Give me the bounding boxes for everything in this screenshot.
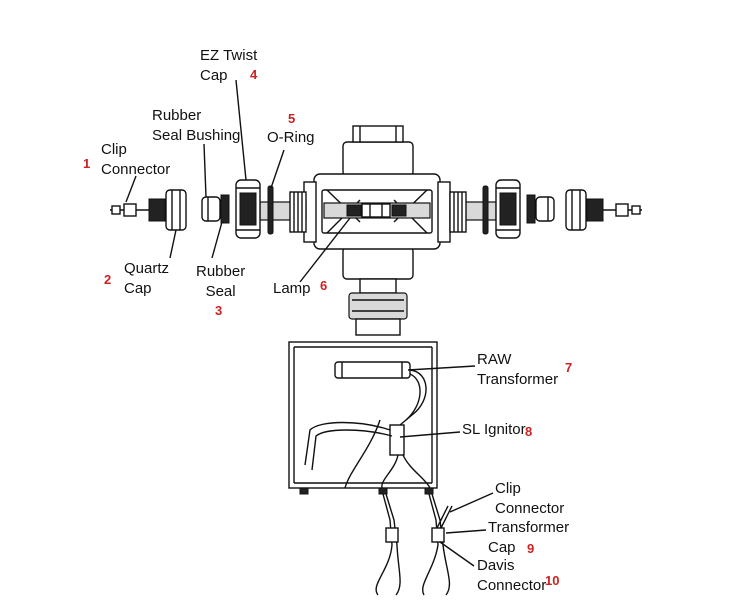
left-end-assembly <box>110 179 307 239</box>
davis-connector-number: 10 <box>545 573 560 588</box>
clip-connector-label: Clip Connector <box>101 141 171 178</box>
transformer-cap-number: 9 <box>527 541 535 556</box>
sl-ignitor-label: SL Ignitor <box>462 421 526 438</box>
davis-connector-label: Davis Connector <box>477 557 547 594</box>
rubber-seal-label: Rubber Seal <box>196 263 246 300</box>
lamp-number: 6 <box>320 278 328 293</box>
quartz-cap-number: 2 <box>104 272 112 287</box>
sl-ignitor-number: 8 <box>525 424 533 439</box>
raw-transformer-label: RAW Transformer <box>477 351 559 388</box>
transformer-cap-label: Transformer Cap <box>488 519 570 556</box>
clip-connector-2-label: Clip Connector <box>495 480 565 517</box>
ez-twist-cap-number: 4 <box>250 67 258 82</box>
o-ring-label: O-Ring <box>267 129 315 146</box>
lamp-label: Lamp <box>273 280 311 297</box>
leader-lines <box>125 79 494 567</box>
clip-connector-number: 1 <box>83 156 91 171</box>
right-end-assembly <box>449 179 642 239</box>
reactor-housing <box>303 125 451 336</box>
o-ring-number: 5 <box>288 111 296 126</box>
ez-twist-cap-label: EZ Twist Cap <box>200 47 258 84</box>
quartz-cap-label: Quartz Cap <box>124 260 170 297</box>
rubber-seal-number: 3 <box>215 303 223 318</box>
rubber-seal-bushing-label: Rubber Seal Bushing <box>152 107 241 144</box>
raw-transformer-number: 7 <box>565 360 573 375</box>
control-box <box>288 341 453 596</box>
